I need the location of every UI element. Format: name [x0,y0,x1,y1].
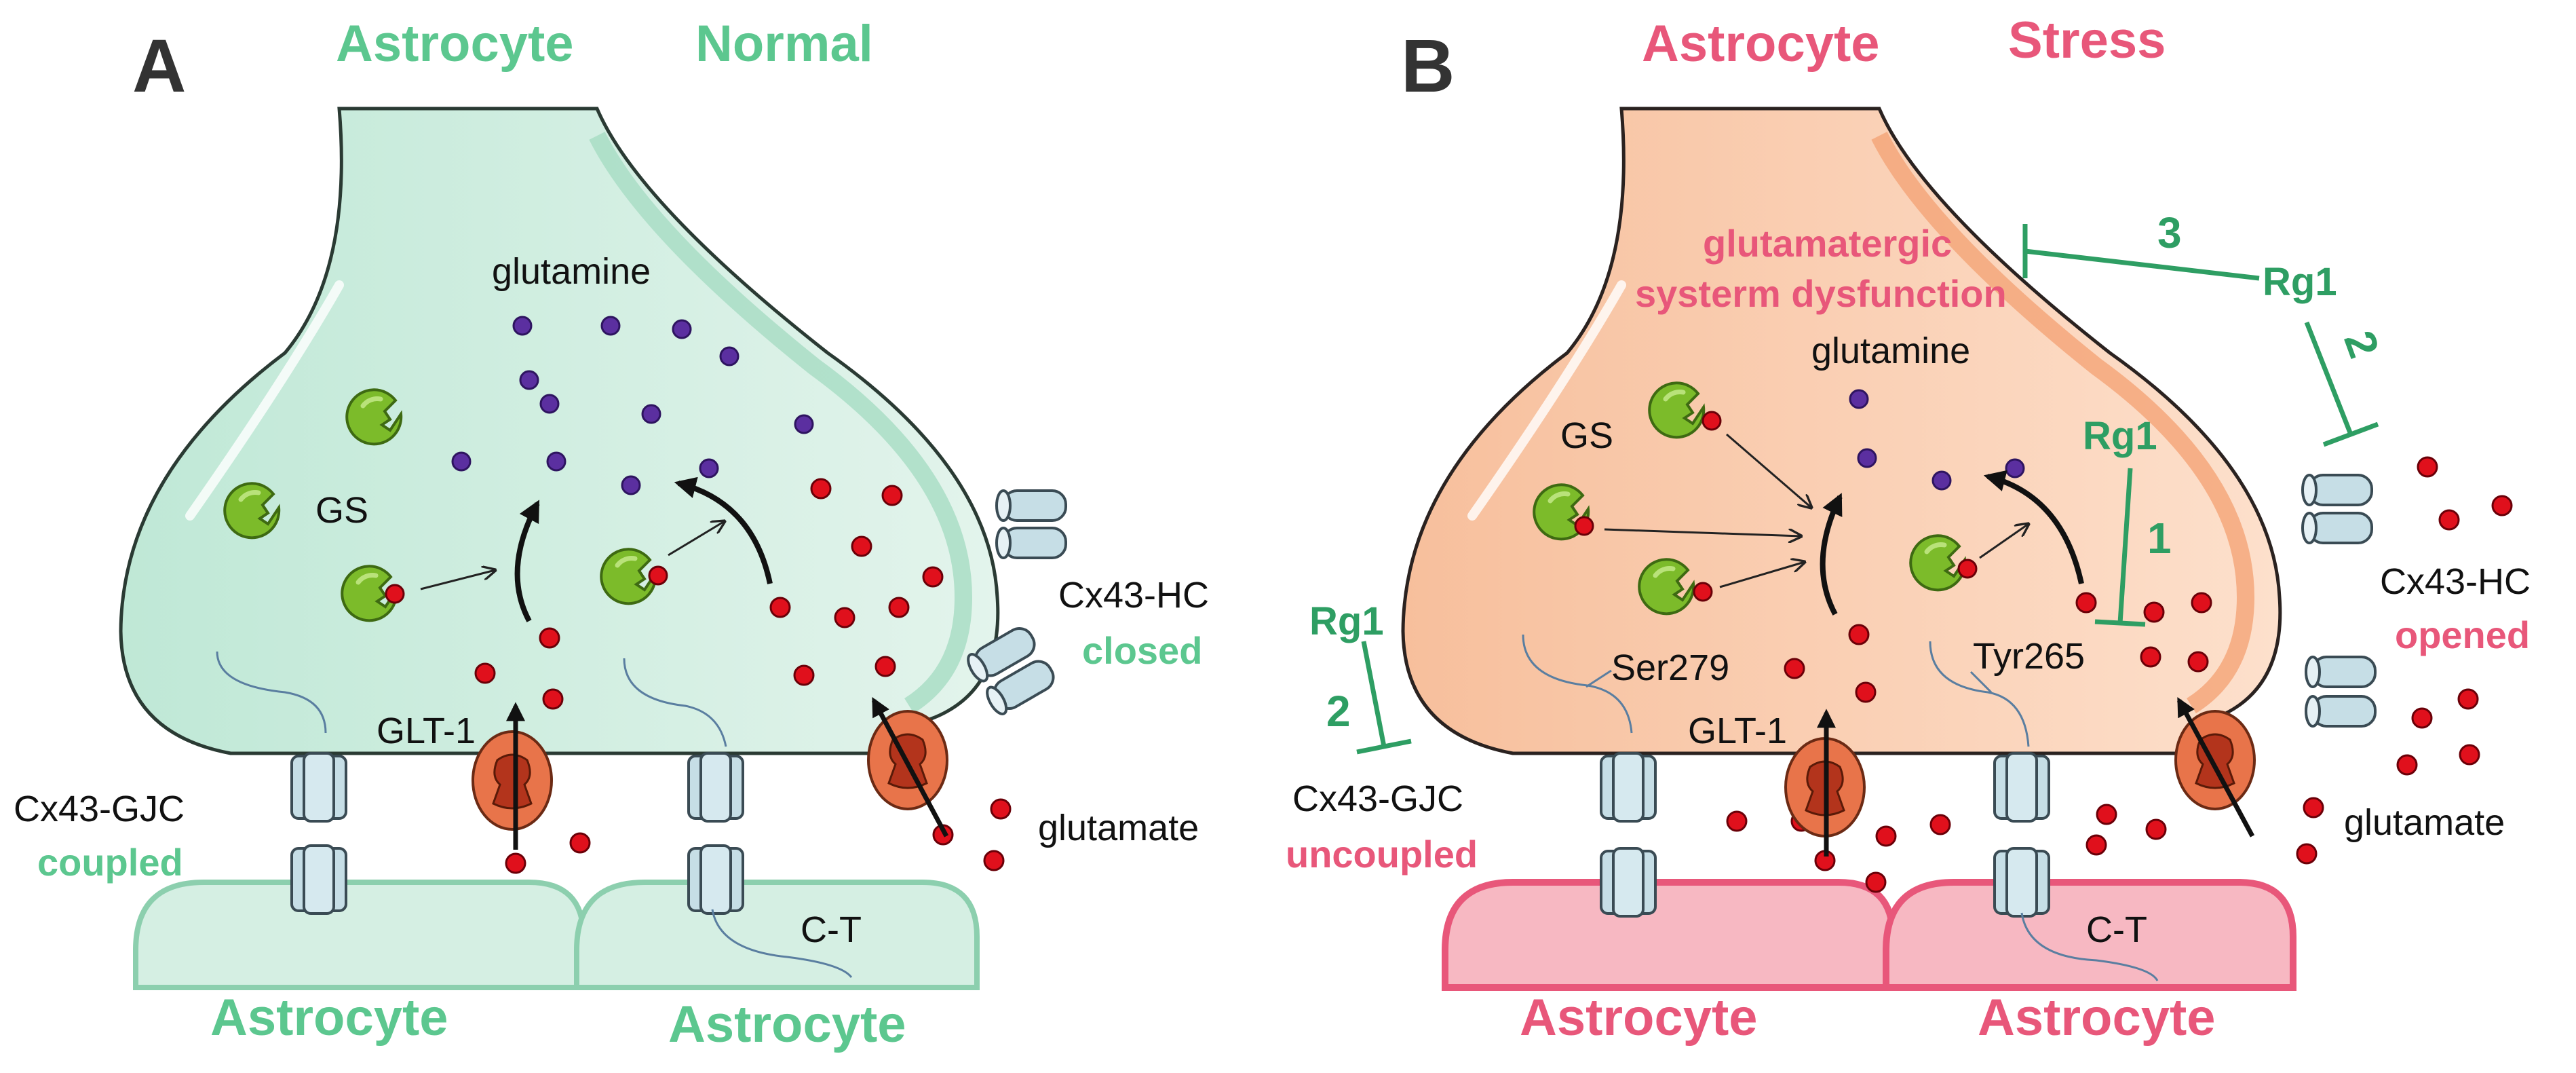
gjc-channel-bottom-2-b [1993,847,2050,918]
bound-glutamate-1-a [385,584,405,604]
bound-glutamate-2-b [1574,516,1594,536]
arrow-glt1-b-2 [2176,697,2255,837]
bottom-astrocyte-right-a [574,880,980,990]
gjc-channel-top-1-a [290,752,347,823]
shine-a [185,280,344,521]
arrow-gs-a-1 [420,570,495,590]
gjc-state-label-b: uncoupled [1286,833,1478,876]
gjc-state-label-a: coupled [37,841,183,884]
gs-label-b: GS [1560,415,1613,456]
membrane-highlight-b [1871,132,2255,714]
rg1-inhibition-2-top [2304,321,2379,447]
rg1-step-1: 1 [2147,514,2172,563]
arrow-gs-b-3 [1719,562,1805,588]
rg1-inhibition-2-left [1356,641,1412,755]
arrow-gs-b-4 [1979,524,2029,559]
glutamate-label-a: glutamate [1038,808,1199,848]
bound-glutamate-1-b [1702,411,1722,431]
rg1-step-2-left: 2 [1326,687,1351,736]
dysfunction-line1: glutamatergic [1703,222,1952,265]
hc-state-label-b: opened [2395,614,2530,656]
glutamine-label-b: glutamine [1811,331,1970,371]
panel-a: A Astrocyte Normal glutamine GS GLT-1 Cx… [14,15,1209,1053]
c-terminal-tail-2-a [623,658,727,747]
glutamine-label-a: glutamine [492,251,651,292]
rg1-inhibition-3 [2022,224,2260,281]
rg1-inhibition-1 [2094,468,2146,627]
arrow-curved-a-2 [674,476,773,584]
glutamate-dots-b [1726,456,2513,893]
bound-glutamate-3-b [1693,582,1713,602]
membrane-highlight-a [589,132,973,714]
tyr265-pointer [1969,671,1993,694]
gjc-channel-bottom-1-a [290,844,347,915]
glt1-label-a: GLT-1 [377,711,476,751]
hc-channel-2-a [995,527,1067,559]
panel-letter-b: B [1401,24,1455,108]
bound-glutamate-2-a [648,565,668,586]
gjc-channel-top-1-b [1600,752,1657,823]
hc-channel-2-b [2305,656,2377,728]
bottom-cell-left-label-b: Astrocyte [1520,989,1758,1047]
hc-channel-1-b [2301,474,2373,544]
ct-label-b: C-T [2086,909,2147,950]
c-terminal-tail-1-a [216,651,327,734]
arrow-curved-a-1 [514,500,540,622]
rg1-step-3: 3 [2157,208,2182,257]
cx43hc-label-a: Cx43-HC [1058,575,1209,616]
glutamate-dots-a [474,478,1012,874]
gjc-channel-bottom-1-b [1600,847,1657,918]
rg1-label-center: Rg1 [2083,414,2157,458]
bottom-cell-left-label-a: Astrocyte [210,989,448,1047]
arrow-gs-b-1 [1726,433,1811,508]
panel-letter-a: A [132,24,186,108]
rg1-label-top-right: Rg1 [2263,260,2337,304]
glutamine-dots-b [1849,389,2025,491]
bottom-cell-right-label-a: Astrocyte [668,996,906,1053]
c-terminal-tail-3-a [711,909,853,978]
hc-channel-1-a [995,489,1067,522]
title-cell-b: Astrocyte [1642,15,1880,73]
c-terminal-tail-3-b [2020,912,2159,981]
gjc-channel-top-2-b [1993,752,2050,823]
bottom-astrocyte-right-b [1883,879,2296,991]
rg1-step-2-top: 2 [2334,324,2389,364]
panel-b: B Astrocyte Stress glutamatergic systerm… [1286,12,2531,1047]
ser279-label: Ser279 [1611,647,1729,688]
gjc-channel-top-2-a [687,752,744,823]
glt1-label-b: GLT-1 [1688,711,1787,751]
bottom-astrocyte-left-b [1442,879,1896,991]
bottom-cell-right-label-b: Astrocyte [1978,989,2216,1047]
cx43hc-label-b: Cx43-HC [2380,561,2531,602]
shine-b [1467,280,1626,521]
hc-state-label-a: closed [1082,629,1202,672]
arrow-curved-b-2 [1983,470,2084,584]
title-cell-a: Astrocyte [336,15,574,73]
ser279-pointer [1585,669,1612,688]
glutamine-dots-a [451,316,814,495]
glt1-transporter-2-b [2174,710,2256,810]
glt1-transporter-1-a [472,730,553,831]
bottom-astrocyte-left-a [133,880,586,990]
gjc-channel-bottom-2-a [687,844,744,915]
bound-glutamate-4-b [1957,559,1978,579]
c-terminal-tail-2-b [1929,641,2030,747]
ct-label-a: C-T [801,909,862,950]
arrow-gs-a-2 [668,521,725,557]
cx43gjc-label-b: Cx43-GJC [1292,778,1463,819]
dysfunction-line2: systerm dysfunction [1635,272,2007,315]
arrow-curved-b-1 [1820,493,1843,616]
title-state-b: Stress [2008,12,2166,69]
arrow-gs-b-2 [1604,528,1801,536]
cx43gjc-label-a: Cx43-GJC [14,789,185,829]
gs-label-a: GS [315,490,368,531]
rg1-label-left: Rg1 [1309,599,1384,643]
title-state-a: Normal [695,15,873,73]
glutamate-label-b: glutamate [2344,802,2505,843]
arrow-glt1-a-2 [871,697,949,837]
tyr265-label: Tyr265 [1973,636,2085,677]
